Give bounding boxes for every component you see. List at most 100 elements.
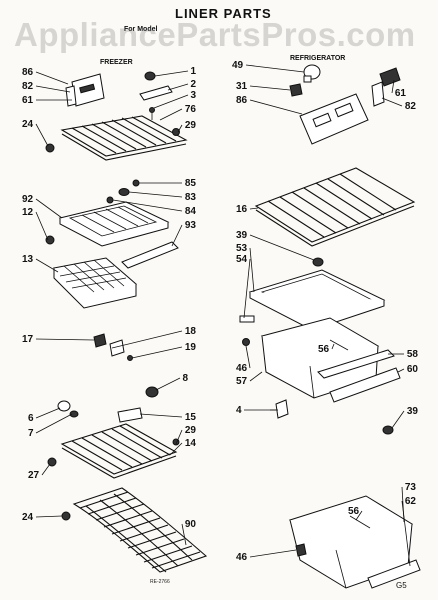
page-mark: G5 [396,581,407,590]
freezer-callout-label: 83 [185,192,197,203]
refrigerator-callout-label: 4 [236,405,242,416]
freezer-leader-line [35,123,49,147]
diagram-title: LINER PARTS [175,6,272,21]
refrigerator-callout-label: 86 [236,95,248,106]
freezer-leader-line [131,346,183,359]
diagram-code: RE-2766 [150,579,170,585]
freezer-callout-label: 17 [22,334,34,345]
refrigerator-callout-label: 46 [236,363,248,374]
freezer-leader-line [175,429,183,445]
refrigerator-leader-line [397,368,405,373]
freezer-leader-line [35,85,71,93]
refrigerator-callout-label: 82 [405,101,417,112]
refrigerator-leader-line [249,549,297,558]
freezer-callout-label: 6 [28,413,34,424]
freezer-callout-label: 93 [185,220,197,231]
refrigerator-callout-label: 31 [236,81,248,92]
freezer-leader-line [35,211,49,241]
freezer-leader-line [35,71,69,85]
freezer-leader-line [171,224,183,247]
freezer-leader-line [35,198,63,219]
freezer-callout-label: 19 [185,342,197,353]
freezer-leader-line [177,124,183,133]
freezer-callout-label: 76 [185,104,197,115]
refrigerator-leader-line [331,343,335,350]
freezer-callout-label: 82 [22,81,34,92]
refrigerator-leader-line [249,207,259,210]
refrigerator-callout-label: 39 [236,230,248,241]
freezer-callout-label: 90 [185,519,197,530]
refrigerator-callout-label: 58 [407,349,419,360]
refrigerator-header: REFRIGERATOR [290,55,345,62]
freezer-leader-line [128,191,183,198]
refrigerator-callout-label: 46 [236,552,248,563]
freezer-leader-line [169,442,183,456]
freezer-damper-parts [93,333,133,361]
light-bulb-and-socket [289,64,321,97]
freezer-callout-label: 84 [185,206,197,217]
freezer-callout-label: 14 [185,438,197,449]
freezer-shelf-clips [106,179,140,204]
refrigerator-leader-line [243,258,251,319]
refrigerator-leader-line [391,79,395,94]
freezer-callout-label: 61 [22,95,34,106]
freezer-cap-8 [145,386,159,398]
refrigerator-callout-label: 39 [407,406,419,417]
ice-cube-tray [52,257,138,309]
refrigerator-callout-label: 56 [348,506,360,517]
refrigerator-callout-label: 62 [405,496,417,507]
freezer-callout-label: 12 [22,207,34,218]
model-line: For Model [124,26,157,33]
refrigerator-wire-shelf [254,167,416,247]
freezer-header: FREEZER [100,59,133,66]
meat-pan-trim-62 [367,559,421,589]
refrigerator-leader-line [245,345,251,369]
freezer-leader-line [41,463,51,476]
freezer-callout-label: 29 [185,120,197,131]
freezer-callouts: 8682612412376298583849212931317181986715… [22,66,197,546]
freezer-callout-label: 92 [22,194,34,205]
refrigerator-leader-line [401,500,411,567]
freezer-callout-label: 27 [28,470,40,481]
refrigerator-callout-label: 53 [236,243,248,254]
refrigerator-callout-label: 56 [318,344,330,355]
freezer-leader-line [167,83,189,91]
freezer-leader-line [154,70,189,77]
freezer-callout-label: 1 [190,66,196,77]
freezer-leader-line [139,413,183,418]
freezer-leader-line [35,407,61,419]
freezer-leader-line [181,523,187,546]
crisper-cover-support-39 [312,257,324,267]
freezer-leader-line [159,108,183,121]
freezer-leader-line [35,258,59,273]
crisper-drawer-trims [317,349,401,403]
freezer-trim-strip [121,241,179,269]
freezer-bracket-15 [117,407,143,423]
freezer-callout-label: 86 [22,67,34,78]
freezer-callout-label: 18 [185,326,197,337]
refrigerator-callout-label: 60 [407,364,419,375]
freezer-callout-label: 29 [185,425,197,436]
refrigerator-callout-label: 57 [236,376,248,387]
freezer-leader-line [35,338,95,341]
freezer-wire-basket [61,487,208,573]
drawer-slide-4 [270,399,289,419]
freezer-leader-line [112,199,183,212]
watermark: AppliancePartsPros.com [14,16,416,53]
freezer-callout-label: 3 [190,90,196,101]
meat-pan-drawer [288,495,414,589]
refrigerator-leader-line [249,247,255,293]
freezer-leader-line [35,413,73,434]
freezer-knob-and-bracket [139,71,173,120]
freezer-lower-shelf [47,423,180,479]
freezer-control-housing [65,73,105,107]
meat-pan-slide-46 [295,543,307,557]
refrigerator-leader-line [249,371,263,382]
freezer-leader-line [111,330,183,349]
freezer-leader-line [155,377,181,391]
freezer-rollers [57,400,79,418]
refrigerator-callout-label: 61 [395,88,407,99]
refrigerator-callout-label: 16 [236,204,248,215]
